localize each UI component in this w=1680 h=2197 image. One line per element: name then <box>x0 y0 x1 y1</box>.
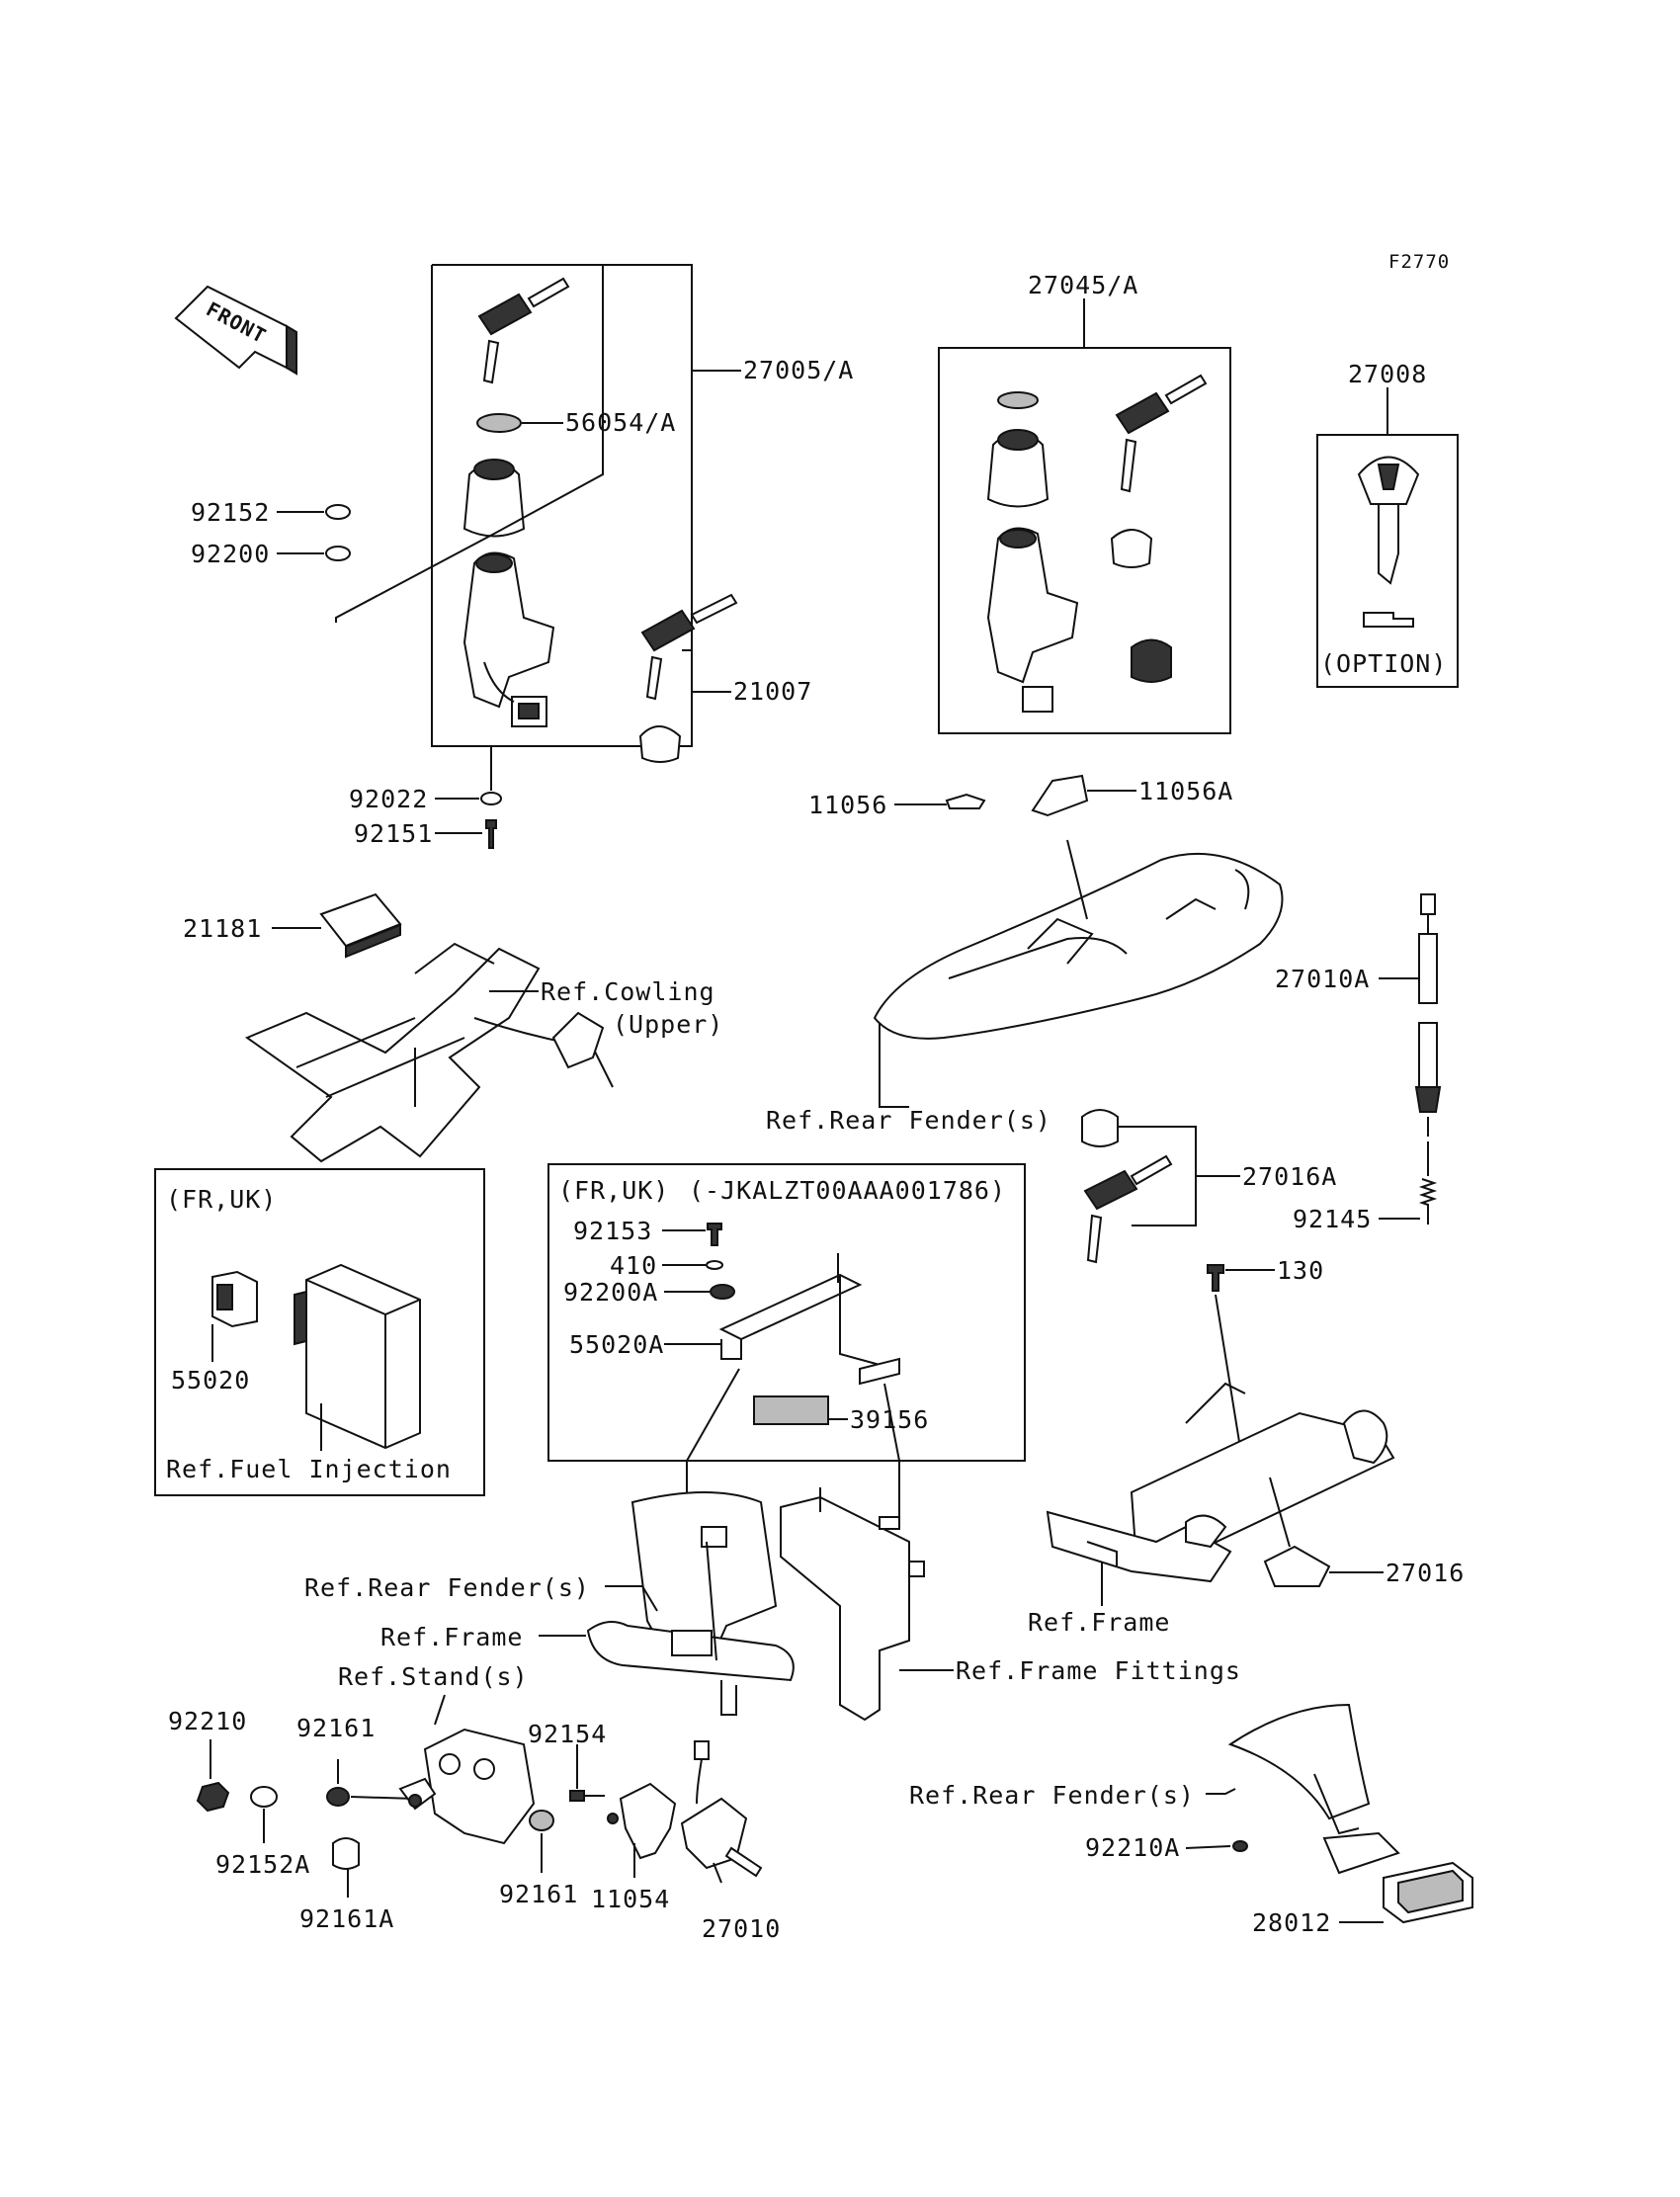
frame-fittings <box>780 1487 925 1722</box>
label-92154: 92154 <box>528 1720 607 1748</box>
label-92145: 92145 <box>1293 1205 1372 1233</box>
label-27010: 27010 <box>702 1914 781 1943</box>
stand-switch-27010 <box>680 1740 763 1878</box>
box-left-header: (FR,UK) <box>166 1185 277 1214</box>
cam-11054 <box>607 1782 677 1860</box>
label-92161-a: 92161 <box>296 1714 376 1742</box>
ref-frame-2: Ref.Frame <box>1028 1608 1170 1637</box>
label-92152: 92152 <box>191 498 270 527</box>
bolt-92152 <box>325 504 351 520</box>
key-set-21007 <box>638 593 738 763</box>
cowling-stay <box>244 942 614 1163</box>
lock-27016a <box>1081 1109 1173 1264</box>
screw-92153 <box>707 1223 722 1246</box>
relay-21181 <box>319 892 402 959</box>
washer-92152a <box>250 1786 278 1808</box>
box-mid-range: (-JKALZT00AAA001786) <box>689 1176 1006 1205</box>
nut-92210a <box>1232 1840 1248 1852</box>
label-11054: 11054 <box>591 1885 670 1913</box>
clip-11056a <box>1031 774 1089 817</box>
key-27008 <box>1357 456 1420 628</box>
label-28012: 28012 <box>1252 1908 1331 1937</box>
label-92161-b: 92161 <box>499 1880 578 1908</box>
ignition-switch <box>462 551 555 727</box>
label-27016: 27016 <box>1386 1559 1465 1587</box>
bush-92161-b <box>529 1810 554 1831</box>
label-56054a: 56054/A <box>565 408 676 437</box>
front-arrow-icon: FRONT <box>174 285 297 376</box>
box-27045a <box>938 347 1231 734</box>
label-92152a: 92152A <box>215 1850 310 1879</box>
key-icon <box>477 277 570 384</box>
pad-39156 <box>753 1395 829 1425</box>
label-21007: 21007 <box>733 677 812 706</box>
rear-fender-tail <box>1227 1703 1400 1875</box>
label-130: 130 <box>1277 1256 1324 1285</box>
ref-fuel-injection: Ref.Fuel Injection <box>166 1455 452 1483</box>
screw-92151 <box>485 819 497 849</box>
washer-56054a <box>476 413 522 433</box>
grommet-92200a <box>710 1284 735 1300</box>
label-92200a: 92200A <box>563 1278 658 1307</box>
box-fr-uk-left <box>154 1168 485 1496</box>
box-mid-header: (FR,UK) <box>558 1176 669 1205</box>
label-92153: 92153 <box>573 1217 652 1245</box>
label-21181: 21181 <box>183 914 262 943</box>
label-92022: 92022 <box>349 785 428 813</box>
rear-fender-base <box>873 839 1284 1040</box>
washer-410 <box>706 1260 723 1270</box>
label-27005a: 27005/A <box>743 356 854 384</box>
ref-cowling-upper: (Upper) <box>613 1010 723 1039</box>
nut-92210 <box>196 1781 230 1813</box>
label-27016a: 27016A <box>1242 1162 1337 1191</box>
spring-92145 <box>1418 1141 1438 1225</box>
bracket-55020a <box>718 1253 900 1386</box>
ref-frame-1: Ref.Frame <box>380 1623 523 1651</box>
label-92200: 92200 <box>191 540 270 568</box>
label-11056: 11056 <box>808 791 887 819</box>
clip-11056 <box>945 793 986 809</box>
label-27008: 27008 <box>1348 360 1427 388</box>
option-label: (OPTION) <box>1320 649 1447 678</box>
label-92161a: 92161A <box>299 1904 394 1933</box>
relay-55020 <box>211 1270 258 1328</box>
washer-92200 <box>325 546 351 561</box>
stand-bracket <box>398 1728 536 1845</box>
lock-set-27045a <box>986 374 1208 713</box>
label-92210: 92210 <box>168 1707 247 1735</box>
label-92151: 92151 <box>354 819 433 848</box>
label-55020: 55020 <box>171 1366 250 1394</box>
ref-stands: Ref.Stand(s) <box>338 1662 529 1691</box>
label-410: 410 <box>610 1251 657 1280</box>
license-light-28012 <box>1383 1861 1473 1924</box>
washer-92022 <box>480 792 502 805</box>
box-27005a <box>431 264 693 747</box>
rear-frame <box>1046 1382 1395 1583</box>
label-55020a: 55020A <box>569 1330 664 1359</box>
ref-rear-fender-1: Ref.Rear Fender(s) <box>766 1106 1051 1135</box>
bush-92161-a <box>326 1787 350 1807</box>
lock-cap <box>462 459 526 538</box>
box-fr-uk-mid <box>547 1163 1026 1462</box>
label-27010a: 27010A <box>1275 965 1370 993</box>
switch-27010a <box>1414 893 1442 1137</box>
ref-frame-fittings: Ref.Frame Fittings <box>956 1656 1241 1685</box>
figure-code: F2770 <box>1388 251 1450 273</box>
switch-27016 <box>1263 1545 1331 1587</box>
ref-rear-fender-2: Ref.Rear Fender(s) <box>304 1573 590 1602</box>
ref-rear-fender-3: Ref.Rear Fender(s) <box>909 1781 1195 1810</box>
label-11056a: 11056A <box>1138 777 1233 805</box>
label-92210a: 92210A <box>1085 1833 1180 1862</box>
collar-92161a <box>332 1837 360 1870</box>
ref-cowling: Ref.Cowling <box>541 977 715 1006</box>
frame-tube <box>586 1541 795 1716</box>
label-27045a: 27045/A <box>1028 271 1138 299</box>
bolt-130 <box>1207 1264 1224 1292</box>
ecu-unit <box>294 1263 421 1450</box>
bolt-92154 <box>569 1790 585 1802</box>
